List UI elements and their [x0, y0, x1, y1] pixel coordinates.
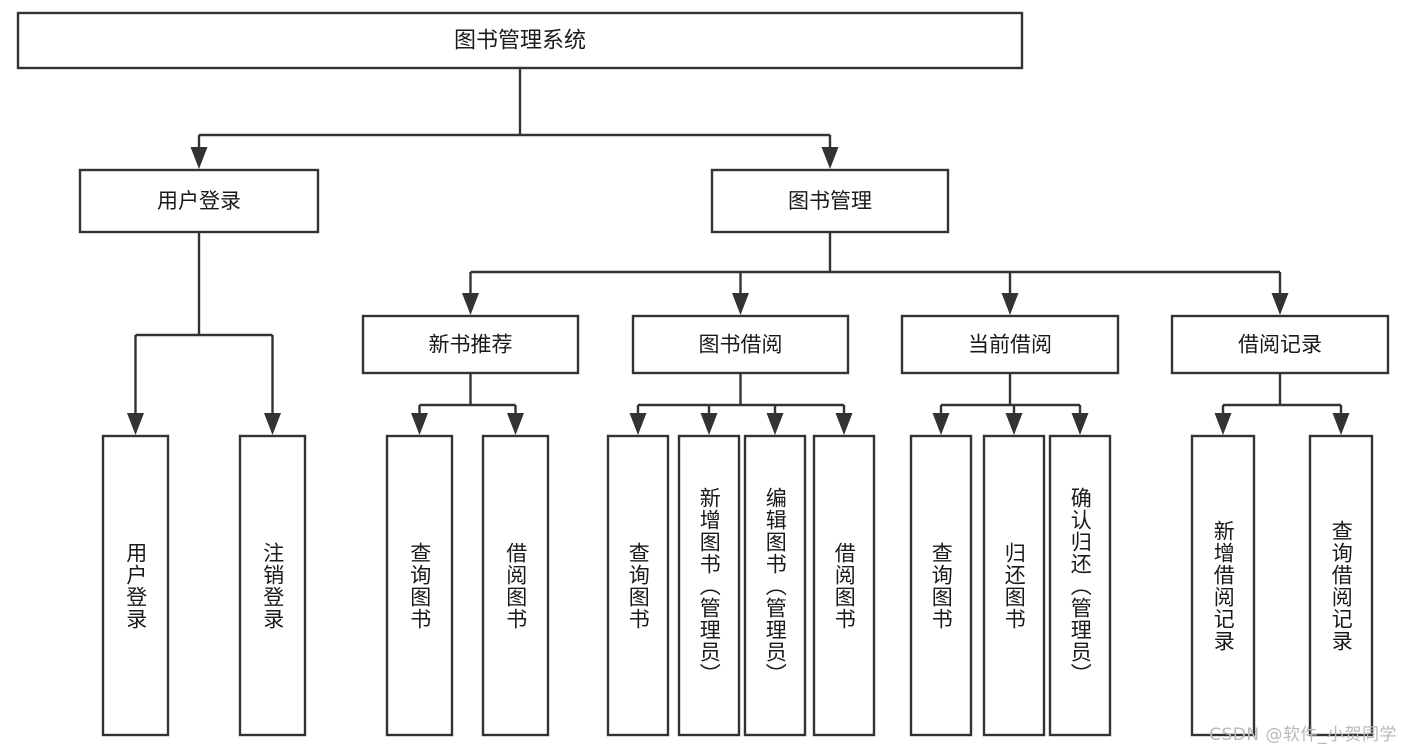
arrow-head-icon: [766, 413, 784, 435]
node-label-l1_1: 图书管理: [788, 189, 872, 213]
arrow-head-icon: [732, 293, 749, 315]
arrow-head-icon: [1271, 293, 1289, 315]
node-box-leaf_4[interactable]: [606, 434, 670, 737]
arrow-head-icon: [507, 413, 524, 435]
node-box-l2_0[interactable]: [361, 314, 580, 375]
arrow-head-icon: [1071, 413, 1089, 435]
arrow-head-icon: [1332, 413, 1350, 435]
arrow-head-icon: [1001, 293, 1019, 315]
node-box-leaf_0[interactable]: [101, 434, 170, 737]
node-label-root: 图书管理系统: [454, 29, 586, 54]
node-box-leaf_3[interactable]: [481, 434, 550, 737]
node-box-leaf_9[interactable]: [982, 434, 1046, 737]
arrow-head-icon: [1005, 413, 1023, 435]
arrow-head-icon: [462, 293, 479, 315]
edges-layer: [127, 68, 1350, 435]
node-box-l2_3[interactable]: [1170, 314, 1390, 375]
node-box-leaf_11[interactable]: [1190, 434, 1256, 737]
node-label-l2_0: 新书推荐: [429, 333, 513, 357]
node-box-leaf_1[interactable]: [238, 434, 307, 737]
node-label-l1_0: 用户登录: [157, 189, 241, 213]
node-box-leaf_6[interactable]: [743, 434, 807, 737]
node-label-l2_2: 当前借阅: [968, 333, 1052, 357]
csdn-watermark: CSDN @软件_小贺同学: [1209, 725, 1397, 745]
arrow-head-icon: [821, 147, 839, 169]
arrow-head-icon: [264, 413, 281, 435]
node-box-leaf_8[interactable]: [909, 434, 973, 737]
arrow-head-icon: [1214, 413, 1232, 435]
node-box-l1_0[interactable]: [78, 168, 320, 234]
arrow-head-icon: [629, 413, 647, 435]
node-box-l2_2[interactable]: [900, 314, 1120, 375]
node-box-l1_1[interactable]: [710, 168, 950, 234]
node-label-l2_3: 借阅记录: [1238, 333, 1322, 357]
node-box-l2_1[interactable]: [631, 314, 850, 375]
arrow-head-icon: [932, 413, 950, 435]
arrow-head-icon: [127, 413, 144, 435]
node-box-leaf_10[interactable]: [1048, 434, 1112, 737]
node-box-root[interactable]: [16, 11, 1024, 70]
boxes-layer: [16, 11, 1390, 737]
node-box-leaf_12[interactable]: [1308, 434, 1374, 737]
arrow-head-icon: [411, 413, 428, 435]
node-label-l2_1: 图书借阅: [699, 333, 783, 357]
arrow-head-icon: [190, 147, 208, 169]
node-box-leaf_5[interactable]: [677, 434, 741, 737]
node-box-leaf_7[interactable]: [812, 434, 876, 737]
arrow-head-icon: [700, 413, 718, 435]
node-box-leaf_2[interactable]: [385, 434, 454, 737]
arrow-head-icon: [835, 413, 853, 435]
